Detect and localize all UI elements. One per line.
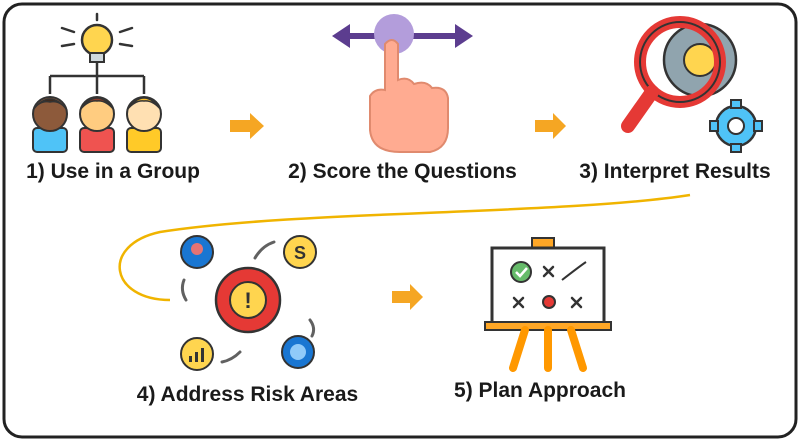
- slider-score-icon: [332, 14, 473, 153]
- group-idea-icon: [32, 12, 162, 153]
- step-3-label: 3) Interpret Results: [579, 160, 771, 183]
- step-1-label: 1) Use in a Group: [26, 160, 200, 183]
- flow-arrow-2-3: [535, 113, 566, 139]
- flow-arrow-1-2: [230, 113, 264, 139]
- strategy-board-icon: [484, 237, 612, 372]
- step-5-label: 5) Plan Approach: [454, 379, 626, 402]
- svg-text:!: !: [244, 288, 251, 313]
- flow-arrow-4-5: [392, 284, 423, 310]
- risk-cycle-icon: ! S: [180, 235, 317, 371]
- step-4-label: 4) Address Risk Areas: [136, 383, 359, 406]
- row-connector: [118, 193, 691, 302]
- step-2-label: 2) Score the Questions: [288, 160, 517, 183]
- svg-text:S: S: [294, 243, 306, 263]
- magnifier-gears-icon: [621, 16, 763, 153]
